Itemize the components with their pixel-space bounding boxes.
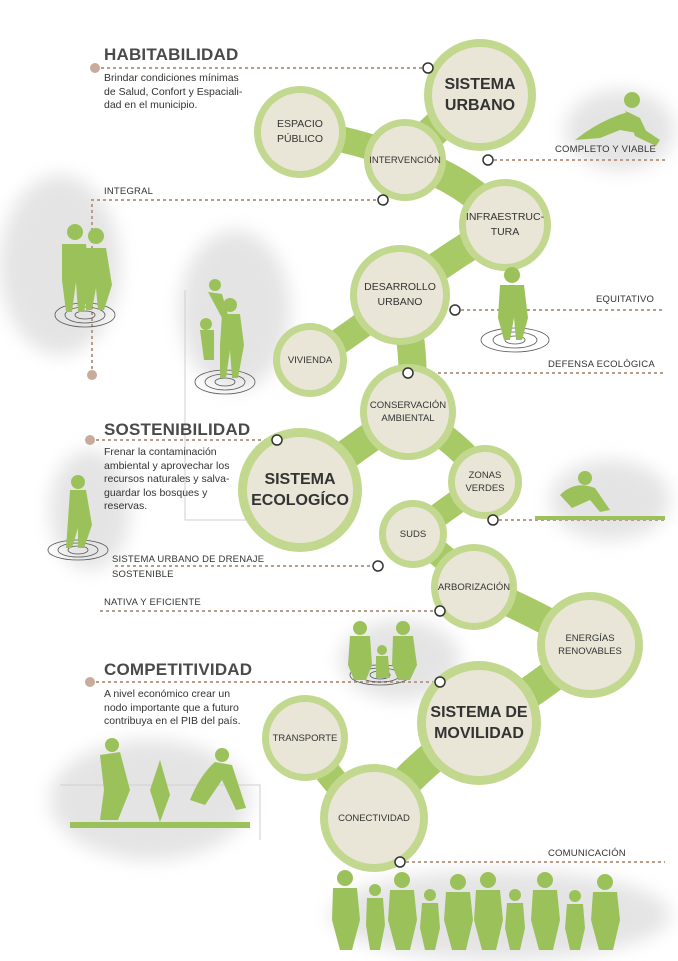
parent-child-silhouette <box>200 279 244 378</box>
node-label-intervencion: INTERVENCIÓN <box>369 154 441 166</box>
node-label-sistema-urbano: SISTEMA URBANO <box>444 76 516 114</box>
node-vivienda[interactable] <box>273 323 347 397</box>
node-infraestructura[interactable] <box>459 179 551 271</box>
couple-silhouette <box>62 224 112 312</box>
label-integral: INTEGRAL <box>104 186 154 197</box>
nodes <box>238 39 643 872</box>
planting-women-silhouette <box>70 738 250 828</box>
node-espacio-publico[interactable] <box>254 86 346 178</box>
node-conservacion-ambiental[interactable] <box>360 364 456 460</box>
node-label-zonas-verdes: ZONAS VERDES <box>465 470 505 494</box>
section-title-sostenibilidad: SOSTENIBILIDAD <box>104 420 251 439</box>
node-sistema-urbano[interactable] <box>424 39 536 151</box>
node-suds[interactable] <box>379 500 447 568</box>
node-label-transporte: TRANSPORTE <box>272 732 338 744</box>
node-zonas-verdes[interactable] <box>448 445 522 519</box>
start-dots <box>85 63 100 687</box>
node-label-suds: SUDS <box>399 528 427 540</box>
node-label-conectividad: CONECTIVIDAD <box>338 812 410 824</box>
gardener-silhouette <box>535 471 665 520</box>
label-comunicacion: COMUNICACIÓN <box>548 848 626 859</box>
section-title-competitividad: COMPETITIVIDAD <box>104 660 253 679</box>
dashed-connectors <box>90 67 665 863</box>
section-title-habitabilidad: HABITABILIDAD <box>104 45 239 64</box>
section-desc-competitividad: A nivel económico crear un nodo importan… <box>104 688 241 727</box>
section-desc-habitabilidad: Brindar condiciones mínimas de Salud, Co… <box>104 72 243 111</box>
node-sistema-movilidad[interactable] <box>417 661 541 785</box>
node-label-vivienda: VIVIENDA <box>287 354 333 366</box>
people-silhouettes <box>62 92 665 950</box>
connector-dots <box>271 62 499 868</box>
walking-woman-silhouette <box>66 475 92 548</box>
standing-man-silhouette <box>498 267 528 340</box>
section-desc-sostenibilidad: Frenar la contaminación ambiental y apro… <box>104 446 230 512</box>
node-desarrollo-urbano[interactable] <box>350 245 450 345</box>
node-label-arborizacion: ARBORIZACIÓN <box>437 581 511 593</box>
node-label-energias-renovables: ENERGÍAS RENOVABLES <box>558 633 622 657</box>
node-label-sistema-ecologico: SISTEMA ECOLOGÍCO <box>251 471 349 509</box>
node-intervencion[interactable] <box>364 119 446 201</box>
node-label-conservacion-ambiental: CONSERVACIÓN AMBIENTAL <box>369 400 447 424</box>
label-defensa-ecologica: DEFENSA ECOLÓGICA <box>548 359 655 370</box>
label-sistema-drenaje: SISTEMA URBANO DE DRENAJE SOSTENIBLE <box>112 554 265 580</box>
label-equitativo: EQUITATIVO <box>596 294 655 305</box>
node-label-desarrollo-urbano: DESARROLLO URBANO <box>364 281 436 308</box>
family-silhouette <box>348 621 417 680</box>
node-arborizacion[interactable] <box>431 544 517 630</box>
node-label-infraestructura: INFRAESTRUC- TURA <box>465 211 545 238</box>
reclining-woman-silhouette <box>575 92 660 146</box>
node-sistema-ecologico[interactable] <box>238 428 362 552</box>
crowd-silhouette <box>332 870 620 950</box>
node-energias-renovables[interactable] <box>537 592 643 698</box>
label-nativa-eficiente: NATIVA Y EFICIENTE <box>104 597 201 608</box>
node-conectividad[interactable] <box>320 764 428 872</box>
node-transporte[interactable] <box>262 695 348 781</box>
label-completo-viable: COMPLETO Y VIABLE <box>555 144 657 155</box>
node-label-sistema-movilidad: SISTEMA DE MOVILIDAD <box>430 704 528 742</box>
node-label-espacio-publico: ESPACIO PÚBLICO <box>276 118 324 145</box>
